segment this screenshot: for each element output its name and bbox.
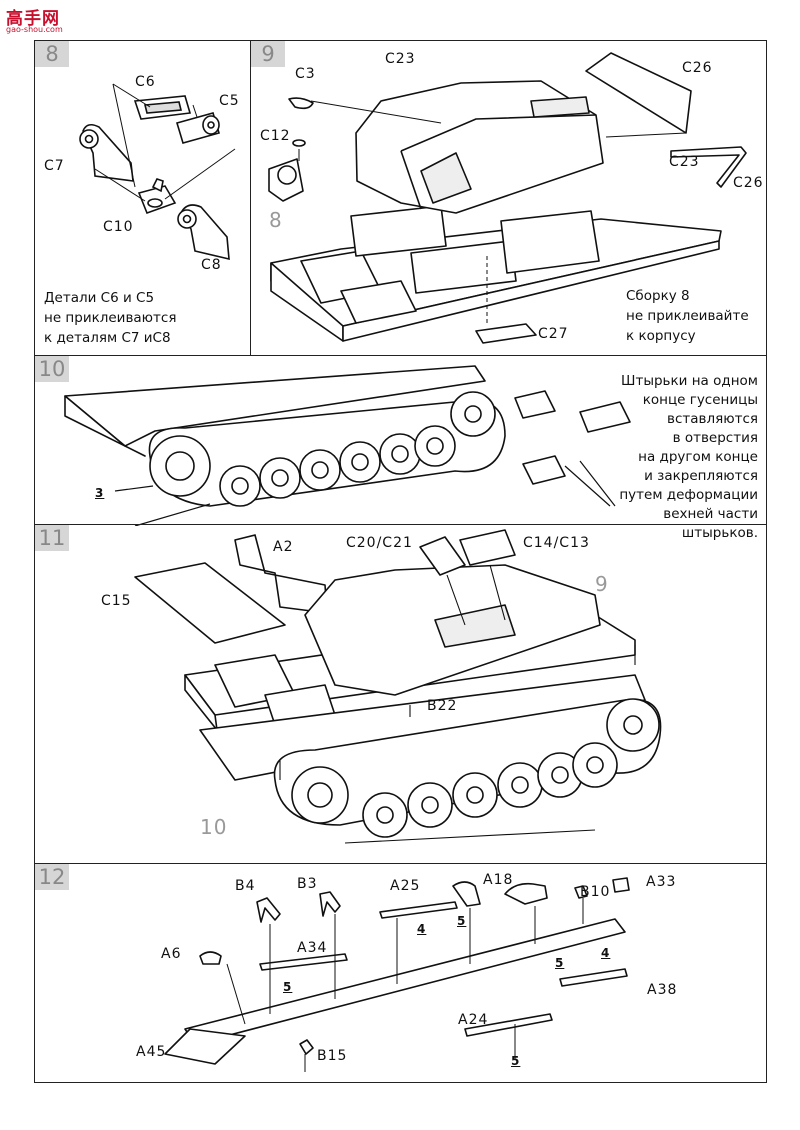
step-number-9: 9 xyxy=(251,41,285,67)
note-line: конце гусеницы xyxy=(642,392,758,408)
step-8-note: Детали С6 и С5 не приклеиваются к деталя… xyxy=(44,288,176,348)
part-label-b15: B15 xyxy=(317,1048,348,1064)
part-label-a24: A24 xyxy=(458,1012,489,1028)
note-line: не приклеиваются xyxy=(44,310,177,326)
note-line: вставляются xyxy=(667,411,758,427)
step-number-11: 11 xyxy=(35,525,69,551)
ref-5-a25: 5 xyxy=(457,914,467,928)
part-label-a6: A6 xyxy=(161,946,182,962)
part-label-c12: C12 xyxy=(260,128,291,144)
part-label-c14-c13: C14/C13 xyxy=(523,535,590,551)
step-9-panel: 9 xyxy=(250,40,767,356)
part-label-a33: A33 xyxy=(646,874,677,890)
site-watermark: 高手网 gao-shou.com xyxy=(6,4,76,38)
note-line: Детали С6 и С5 xyxy=(44,290,155,306)
part-label-a18: A18 xyxy=(483,872,514,888)
note-line: штырьков. xyxy=(681,525,758,541)
note-line: к корпусу xyxy=(626,328,696,344)
ref-5-a24: 5 xyxy=(511,1054,521,1068)
ref-4-a38: 4 xyxy=(601,946,611,960)
step-10-note: Штырьки на одном конце гусеницы вставляю… xyxy=(619,372,758,543)
part-label-c6: C6 xyxy=(135,74,156,90)
watermark-logo: 高手网 xyxy=(6,9,60,29)
part-label-c10: C10 xyxy=(103,219,134,235)
step-12-panel: 12 xyxy=(34,863,767,1083)
assembly-ref-8: 8 xyxy=(269,208,283,232)
part-label-c15: C15 xyxy=(101,593,132,609)
part-label-c7: C7 xyxy=(44,158,65,174)
step-11-drawing xyxy=(134,529,662,844)
part-label-a45: A45 xyxy=(136,1044,167,1060)
part-label-c3: C3 xyxy=(295,66,316,82)
part-label-c27: C27 xyxy=(538,326,569,342)
step-12-drawing xyxy=(164,877,630,1072)
part-label-c23-strip: C23 xyxy=(669,154,700,170)
note-line: вехней части xyxy=(663,506,758,522)
part-label-b10: B10 xyxy=(580,884,611,900)
step-8-panel: 8 C6 C5 xyxy=(34,40,251,356)
part-label-c26: C26 xyxy=(682,60,713,76)
ref-5-a34: 5 xyxy=(283,980,293,994)
part-label-c5: C5 xyxy=(219,93,240,109)
ref-4-a25: 4 xyxy=(417,922,427,936)
step-11-panel: 11 xyxy=(34,524,767,864)
note-line: и закрепляются xyxy=(644,468,758,484)
assembly-ref-10: 10 xyxy=(200,815,228,839)
part-label-c20-c21: C20/C21 xyxy=(346,535,413,551)
note-line: Штырьки на одном xyxy=(621,373,758,389)
watermark-url: gao-shou.com xyxy=(6,25,63,34)
step-10-drawing xyxy=(64,365,631,526)
step-10-panel: 10 xyxy=(34,355,767,541)
assembly-ref-3: 3 xyxy=(95,486,105,500)
assembly-ref-9: 9 xyxy=(595,572,609,596)
note-line: в отверстия xyxy=(672,430,758,446)
step-8-drawing xyxy=(79,83,236,261)
note-line: не приклеивайте xyxy=(626,308,749,324)
step-9-drawing xyxy=(268,52,747,344)
part-label-b3: B3 xyxy=(297,876,318,892)
ref-5-a38: 5 xyxy=(555,956,565,970)
note-line: к деталям С7 иС8 xyxy=(44,330,171,346)
note-line: путем деформации xyxy=(619,487,758,503)
part-label-a25: A25 xyxy=(390,878,421,894)
part-label-a38: A38 xyxy=(647,982,678,998)
part-label-a34: A34 xyxy=(297,940,328,956)
part-label-a2: A2 xyxy=(273,539,294,555)
step-9-note: Сборку 8 не приклеивайте к корпусу xyxy=(626,286,749,346)
note-line: Сборку 8 xyxy=(626,288,690,304)
part-label-c26-strip: C26 xyxy=(733,175,764,191)
part-label-b4: B4 xyxy=(235,878,256,894)
part-label-c8: C8 xyxy=(201,257,222,273)
part-label-c23: C23 xyxy=(385,51,416,67)
step-number-12: 12 xyxy=(35,864,69,890)
note-line: на другом конце xyxy=(638,449,758,465)
step-number-8: 8 xyxy=(35,41,69,67)
part-label-b22: B22 xyxy=(427,698,458,714)
step-number-10: 10 xyxy=(35,356,69,382)
